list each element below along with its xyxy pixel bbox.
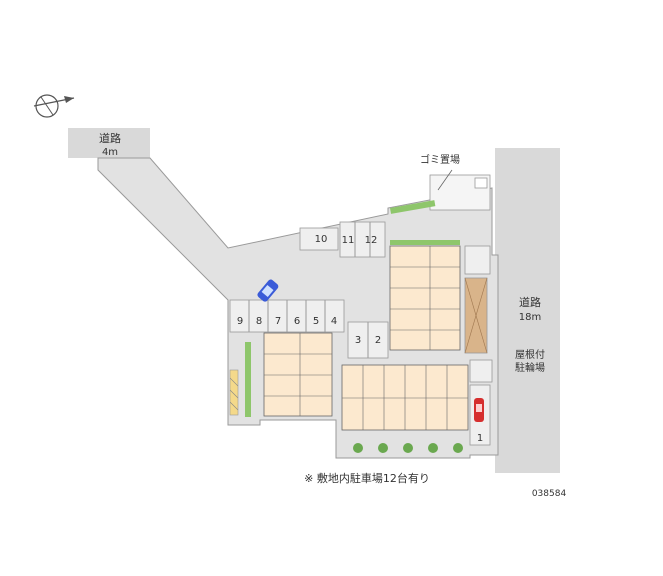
parking-number-8: 8 — [256, 316, 262, 327]
garbage-label: ゴミ置場 — [420, 153, 460, 166]
hedge-top — [390, 200, 436, 214]
parking-number-5: 5 — [313, 316, 319, 327]
roofed-bicycle-parking — [464, 245, 491, 275]
building-b — [389, 245, 461, 351]
garbage-leader — [437, 169, 453, 191]
property-code: 038584 — [532, 489, 567, 499]
hedge-left — [245, 342, 251, 417]
parking-number-11: 11 — [342, 235, 355, 246]
parking-number-9: 9 — [237, 316, 243, 327]
hedge-building-b — [390, 240, 460, 245]
main-road — [495, 148, 560, 473]
parking-number-10: 10 — [315, 234, 328, 245]
parking-number-2: 2 — [375, 335, 381, 346]
top-road-name: 道路 — [99, 131, 121, 145]
car-icon — [257, 279, 279, 302]
parking-number-4: 4 — [331, 316, 337, 327]
parking-area-left — [229, 299, 345, 333]
parking-area-upper — [299, 221, 386, 258]
right-road-name: 道路 — [519, 295, 541, 309]
parking-number-1: 1 — [477, 433, 483, 444]
walkway-line — [464, 277, 488, 354]
bicycle-shelter-right — [469, 359, 493, 383]
top-road-width: 4m — [102, 147, 118, 158]
building-c — [341, 364, 469, 431]
parking-number-7: 7 — [275, 316, 281, 327]
compass-icon — [33, 94, 75, 118]
car-icon — [474, 398, 484, 422]
parking-number-3: 3 — [355, 335, 361, 346]
bicycle-label-1: 屋根付 — [515, 348, 545, 361]
tree-icon — [353, 443, 463, 453]
building-a — [263, 332, 333, 417]
parking-number-12: 12 — [365, 235, 378, 246]
top-road — [68, 128, 150, 158]
parking-number-6: 6 — [294, 316, 300, 327]
garbage-box — [474, 177, 488, 189]
footnote: ※ 敷地内駐車場12台有り — [304, 471, 430, 485]
bicycle-racks — [229, 369, 239, 416]
bicycle-label-2: 駐輪場 — [515, 361, 545, 374]
right-road-width: 18m — [519, 312, 541, 323]
